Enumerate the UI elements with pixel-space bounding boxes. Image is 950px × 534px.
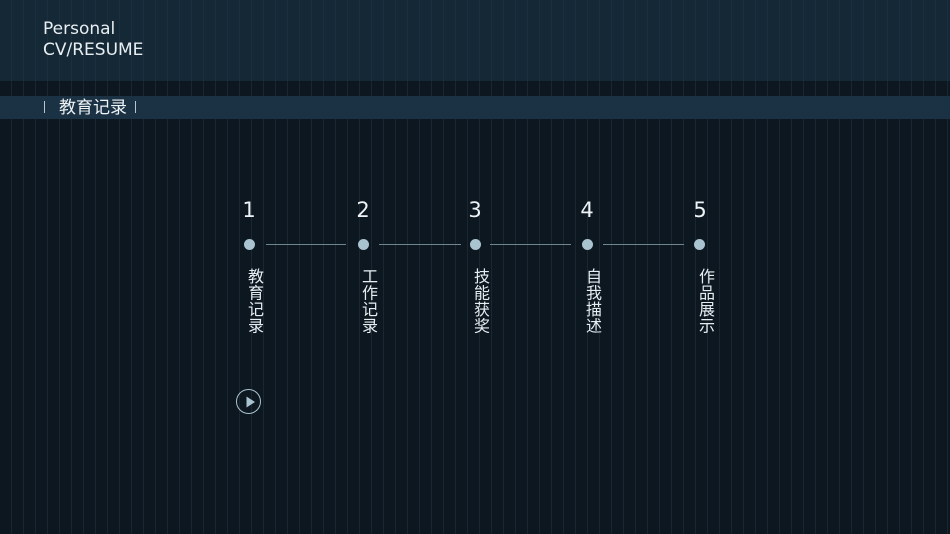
step-number: 4 [580, 198, 594, 222]
step-label[interactable]: 技能获奖 [471, 268, 490, 334]
step-label[interactable]: 工作记录 [359, 268, 378, 334]
header-band [0, 0, 950, 81]
step-label[interactable]: 教育记录 [245, 268, 264, 334]
page-title: Personal CV/RESUME [43, 19, 143, 61]
step-dot[interactable] [470, 239, 481, 250]
step-label[interactable]: 自我描述 [583, 268, 602, 334]
section-bar [0, 96, 950, 119]
play-circle-icon [246, 396, 255, 408]
step-dot[interactable] [582, 239, 593, 250]
step-number: 3 [468, 198, 482, 222]
step-dot[interactable] [694, 239, 705, 250]
step-dot[interactable] [244, 239, 255, 250]
step-number: 1 [242, 198, 256, 222]
divider-left [44, 101, 45, 113]
step-number: 2 [356, 198, 370, 222]
step-label[interactable]: 作品展示 [696, 268, 715, 334]
title-line-personal: Personal [43, 19, 116, 39]
timeline-connector [490, 244, 571, 245]
step-dot[interactable] [358, 239, 369, 250]
divider-right [135, 101, 136, 113]
play-button[interactable] [236, 389, 261, 414]
step-number: 5 [693, 198, 707, 222]
section-title: 教育记录 [59, 98, 127, 118]
title-line-cv-resume: CV/RESUME [43, 40, 144, 60]
timeline-connector [379, 244, 461, 245]
timeline-connector [603, 244, 684, 245]
timeline-connector [266, 244, 346, 245]
